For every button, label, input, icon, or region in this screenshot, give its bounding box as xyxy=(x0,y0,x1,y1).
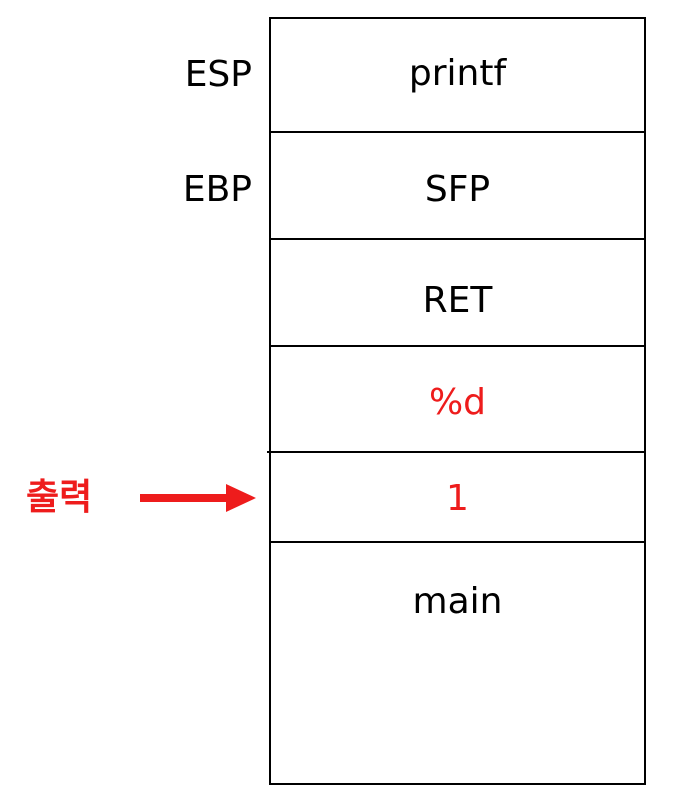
stack-divider xyxy=(267,451,644,453)
stack-cell-main: main xyxy=(412,581,503,622)
stack-cell-ret: RET xyxy=(422,280,493,321)
stack-cell-value: 1 xyxy=(446,478,469,519)
stack-cell-format: %d xyxy=(428,382,487,423)
stack-cell-sfp: SFP xyxy=(424,169,491,210)
stack-divider xyxy=(271,238,644,240)
output-arrow-icon xyxy=(140,484,256,512)
stack-divider xyxy=(271,541,644,543)
stack-divider xyxy=(271,131,644,133)
stack-divider xyxy=(271,345,644,347)
stack-frame: printf SFP RET %d 1 main xyxy=(267,17,646,785)
ebp-label: EBP xyxy=(182,169,252,210)
output-label: 출력 xyxy=(26,477,93,518)
esp-label: ESP xyxy=(184,54,252,95)
stack-cell-printf: printf xyxy=(408,53,507,94)
